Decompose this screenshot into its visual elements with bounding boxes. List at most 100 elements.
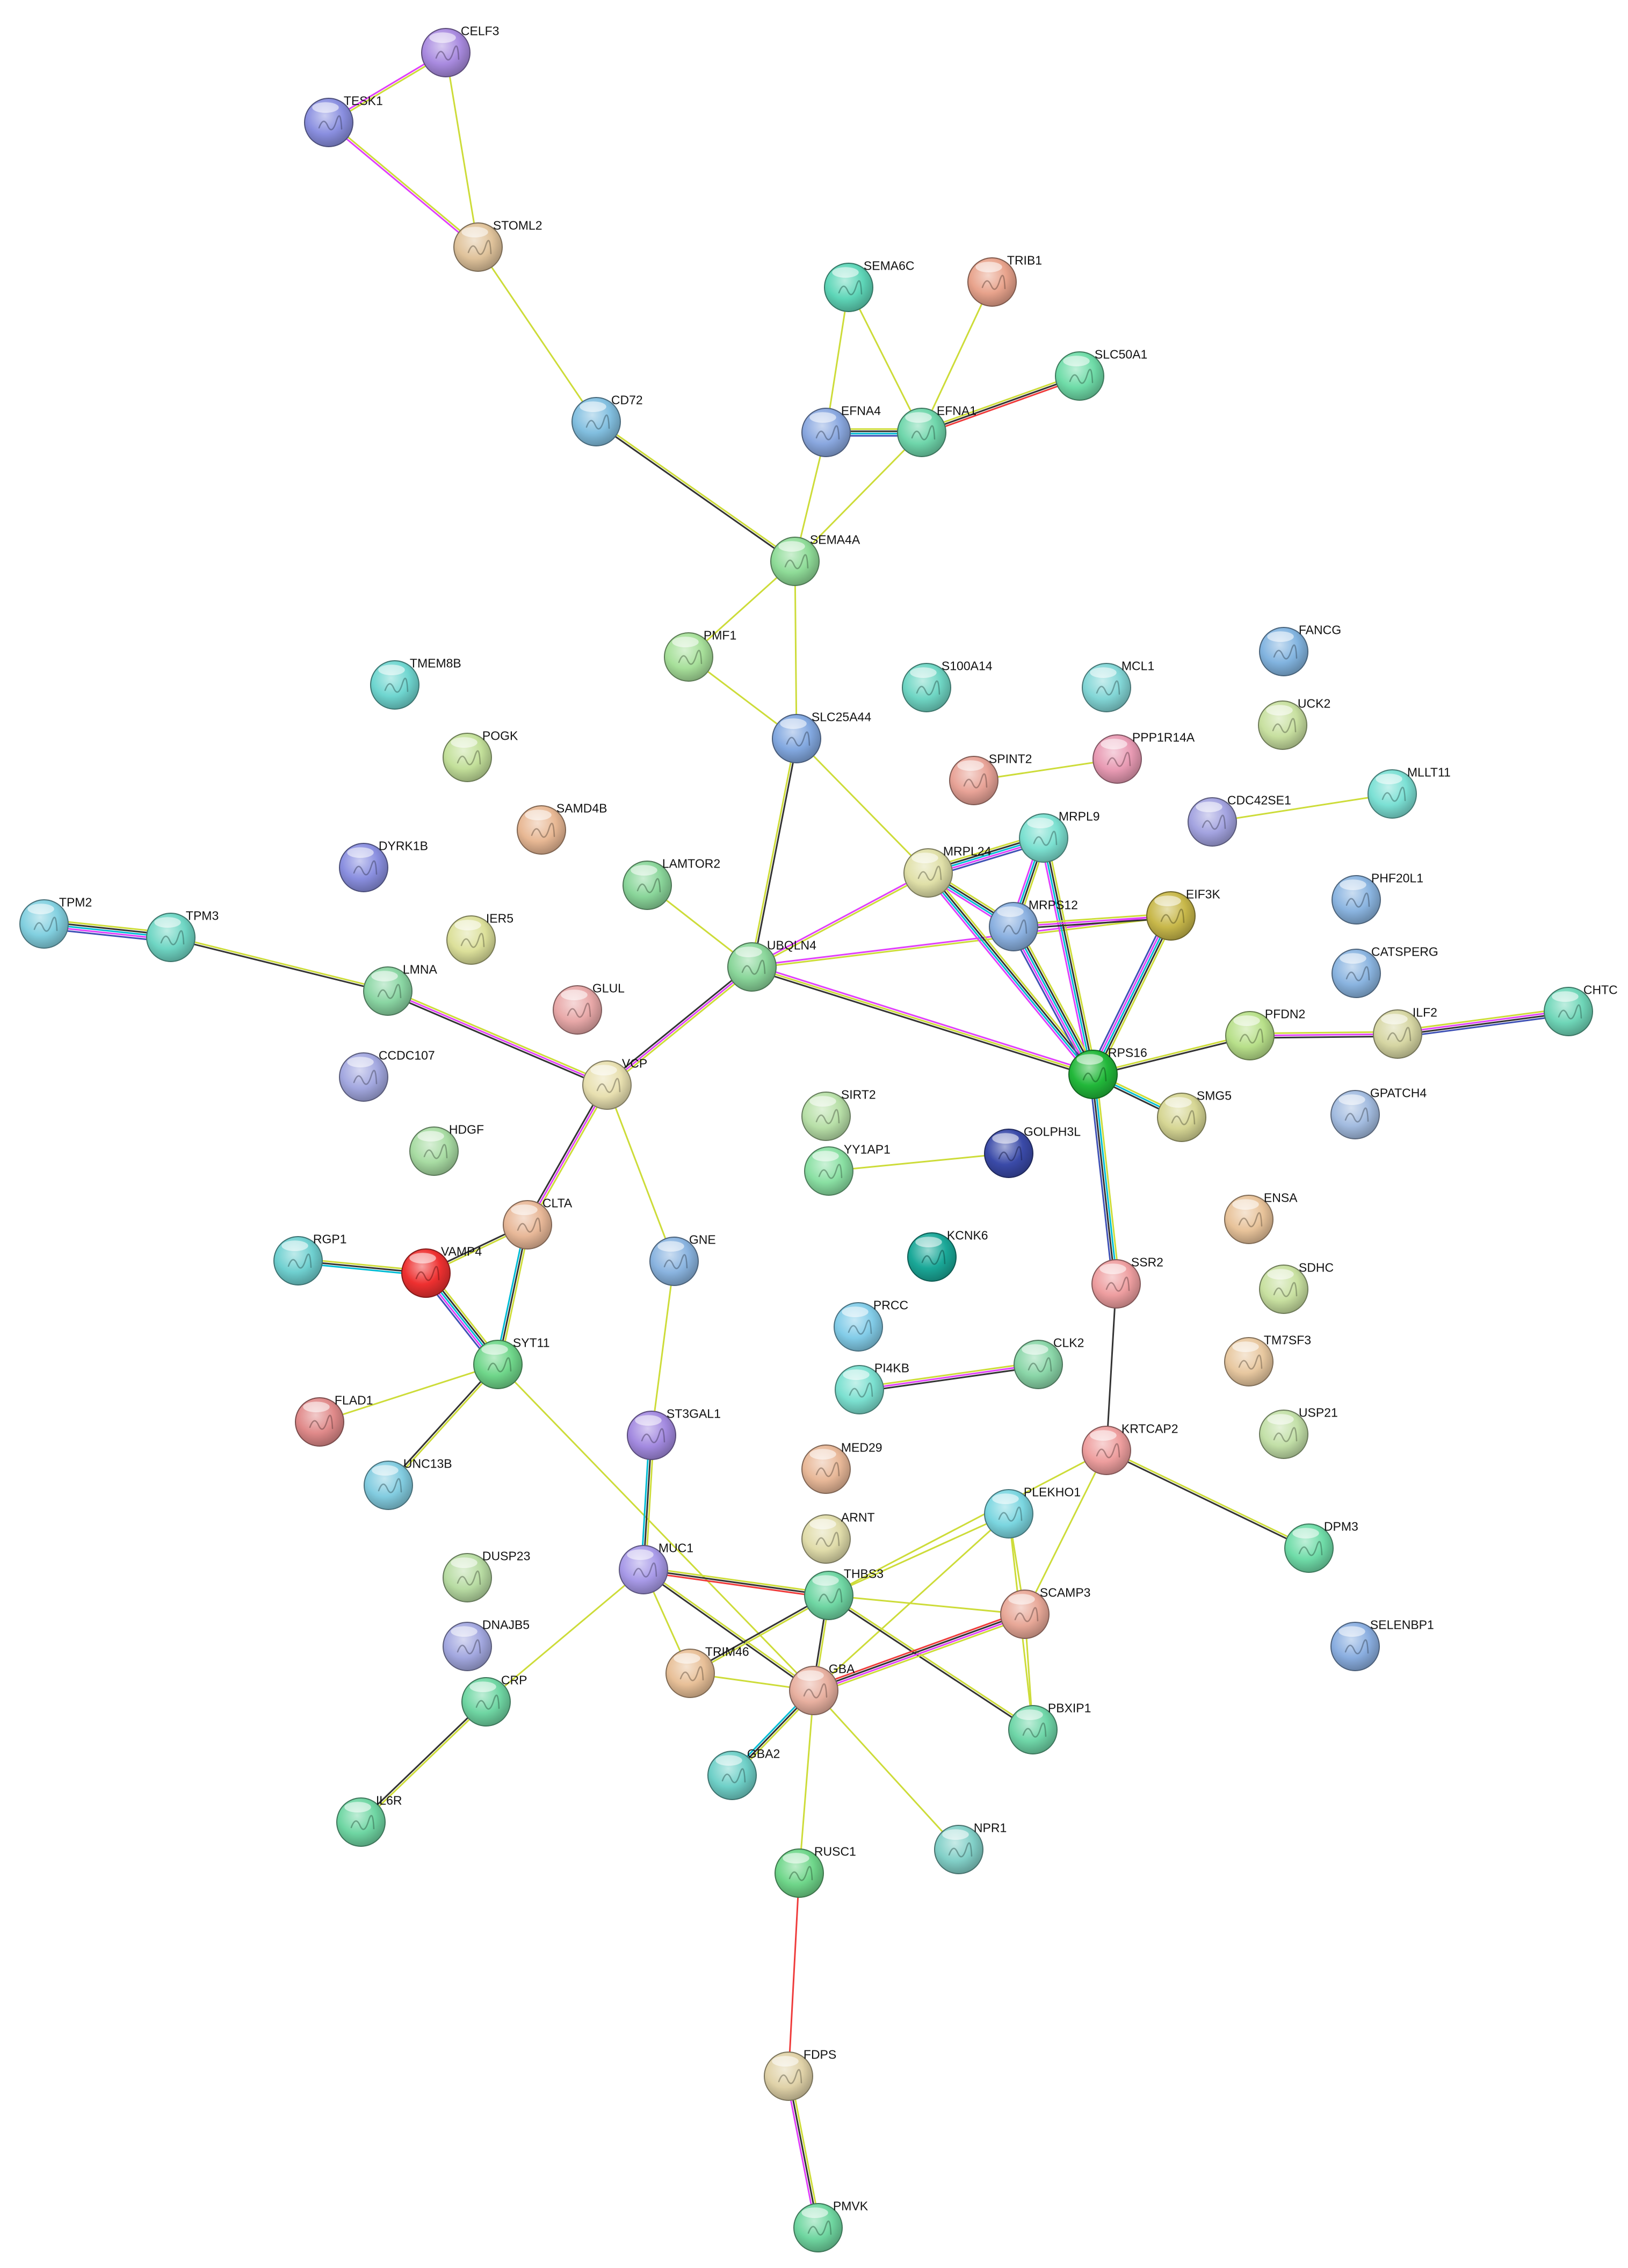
node-scamp3[interactable]: SCAMP3	[1000, 1586, 1090, 1639]
node-yy1ap1[interactable]: YY1AP1	[804, 1143, 891, 1196]
node-tpm2[interactable]: TPM2	[19, 895, 92, 949]
node-npr1[interactable]: NPR1	[934, 1821, 1007, 1874]
node-prcc[interactable]: PRCC	[834, 1298, 908, 1352]
node-chtc[interactable]: CHTC	[1544, 983, 1618, 1036]
node-highlight	[1022, 1344, 1048, 1355]
node-vamp4[interactable]: VAMP4	[401, 1245, 482, 1298]
node-pmf1[interactable]: PMF1	[664, 629, 736, 682]
node-trib1[interactable]: TRIB1	[967, 254, 1042, 307]
node-mcl1[interactable]: MCL1	[1082, 659, 1154, 712]
node-smg5[interactable]: SMG5	[1157, 1089, 1232, 1142]
node-hdgf[interactable]: HDGF	[409, 1123, 484, 1176]
protein-structure-icon	[815, 1532, 840, 1547]
node-tmem8b[interactable]: TMEM8B	[370, 656, 461, 710]
node-syt11[interactable]: SYT11	[473, 1336, 550, 1389]
node-mrps12[interactable]: MRPS12	[989, 898, 1078, 951]
node-rps16[interactable]: RPS16	[1068, 1046, 1147, 1099]
node-efna1[interactable]: EFNA1	[897, 404, 976, 457]
protein-structure-icon	[998, 1146, 1023, 1161]
node-pmvk[interactable]: PMVK	[793, 2199, 869, 2252]
node-vcp[interactable]: VCP	[582, 1057, 647, 1110]
node-eif3k[interactable]: EIF3K	[1146, 887, 1220, 941]
node-sema6c[interactable]: SEMA6C	[824, 259, 914, 312]
node-dnajb5[interactable]: DNAJB5	[443, 1618, 530, 1671]
node-slc25a44[interactable]: SLC25A44	[772, 710, 871, 763]
node-st3gal1[interactable]: ST3GAL1	[627, 1407, 721, 1460]
node-crp[interactable]: CRP	[461, 1673, 527, 1727]
node-thbs3[interactable]: THBS3	[804, 1567, 884, 1620]
node-pfdn2[interactable]: PFDN2	[1225, 1007, 1305, 1060]
edge-evidence-line	[690, 1595, 830, 1675]
node-samd4b[interactable]: SAMD4B	[517, 801, 607, 855]
node-ier5[interactable]: IER5	[446, 912, 513, 965]
node-tm7sf3[interactable]: TM7SF3	[1224, 1333, 1311, 1386]
node-highlight	[957, 760, 984, 771]
node-muc1[interactable]: MUC1	[619, 1541, 693, 1594]
node-celf3[interactable]: CELF3	[421, 24, 499, 77]
node-gba[interactable]: GBA	[789, 1662, 855, 1715]
node-gba2[interactable]: GBA2	[707, 1747, 780, 1800]
node-stoml2[interactable]: STOML2	[453, 219, 542, 272]
node-glul[interactable]: GLUL	[553, 981, 625, 1035]
node-tpm3[interactable]: TPM3	[146, 909, 219, 962]
node-lmna[interactable]: LMNA	[363, 963, 437, 1016]
node-ubqln4[interactable]: UBQLN4	[727, 938, 816, 992]
node-sirt2[interactable]: SIRT2	[801, 1088, 876, 1141]
node-krtcap2[interactable]: KRTCAP2	[1082, 1422, 1178, 1475]
node-catsperg[interactable]: CATSPERG	[1332, 945, 1438, 998]
node-unc13b[interactable]: UNC13B	[364, 1457, 452, 1510]
node-golph3l[interactable]: GOLPH3L	[984, 1125, 1081, 1178]
node-spint2[interactable]: SPINT2	[949, 752, 1032, 805]
node-ensa[interactable]: ENSA	[1224, 1191, 1298, 1244]
node-label: TRIB1	[1007, 254, 1042, 268]
node-sdhc[interactable]: SDHC	[1259, 1261, 1334, 1314]
node-efna4[interactable]: EFNA4	[801, 404, 881, 457]
node-gne[interactable]: GNE	[649, 1233, 716, 1286]
node-mrpl9[interactable]: MRPL9	[1019, 810, 1100, 863]
node-dyrk1b[interactable]: DYRK1B	[339, 839, 428, 892]
node-mllt11[interactable]: MLLT11	[1367, 765, 1451, 819]
node-pogk[interactable]: POGK	[443, 729, 518, 782]
node-cd72[interactable]: CD72	[571, 393, 643, 446]
node-fdps[interactable]: FDPS	[764, 2048, 836, 2101]
protein-structure-icon	[377, 984, 402, 999]
node-s100a14[interactable]: S100A14	[902, 659, 993, 712]
node-ccdc107[interactable]: CCDC107	[339, 1049, 435, 1102]
node-highlight	[1381, 1014, 1408, 1024]
node-highlight	[1292, 1528, 1319, 1539]
node-selenbp1[interactable]: SELENBP1	[1330, 1618, 1434, 1671]
node-il6r[interactable]: IL6R	[336, 1794, 402, 1847]
node-med29[interactable]: MED29	[801, 1441, 882, 1494]
node-trim46[interactable]: TRIM46	[665, 1645, 749, 1698]
node-rusc1[interactable]: RUSC1	[775, 1845, 856, 1898]
node-clta[interactable]: CLTA	[503, 1196, 573, 1249]
node-pi4kb[interactable]: PI4KB	[835, 1361, 909, 1414]
node-cdc42se1[interactable]: CDC42SE1	[1188, 793, 1291, 847]
node-clk2[interactable]: CLK2	[1014, 1336, 1084, 1389]
node-sema4a[interactable]: SEMA4A	[770, 533, 860, 586]
node-pbxip1[interactable]: PBXIP1	[1008, 1701, 1091, 1754]
node-dusp23[interactable]: DUSP23	[443, 1549, 530, 1602]
node-arnt[interactable]: ARNT	[801, 1511, 875, 1564]
node-phf20l1[interactable]: PHF20L1	[1332, 871, 1423, 924]
node-ssr2[interactable]: SSR2	[1091, 1255, 1163, 1309]
node-plekho1[interactable]: PLEKHO1	[984, 1485, 1081, 1539]
node-ppp1r14a[interactable]: PPP1R14A	[1092, 731, 1195, 784]
node-gpatch4[interactable]: GPATCH4	[1330, 1086, 1427, 1139]
node-fancg[interactable]: FANCG	[1259, 623, 1341, 676]
protein-structure-icon	[818, 1164, 843, 1179]
node-slc50a1[interactable]: SLC50A1	[1055, 348, 1147, 401]
edge-evidence-line	[319, 1363, 499, 1423]
node-dpm3[interactable]: DPM3	[1284, 1520, 1358, 1573]
node-usp21[interactable]: USP21	[1259, 1406, 1338, 1459]
node-highlight	[451, 1557, 477, 1569]
node-uck2[interactable]: UCK2	[1258, 697, 1330, 750]
node-kcnk6[interactable]: KCNK6	[907, 1229, 988, 1282]
node-mrpl24[interactable]: MRPL24	[903, 844, 992, 898]
node-rgp1[interactable]: RGP1	[273, 1232, 347, 1285]
node-tesk1[interactable]: TESK1	[304, 94, 383, 147]
node-lamtor2[interactable]: LAMTOR2	[623, 857, 720, 910]
protein-structure-icon	[1272, 718, 1297, 733]
node-ilf2[interactable]: ILF2	[1373, 1006, 1437, 1059]
node-flad1[interactable]: FLAD1	[295, 1393, 373, 1447]
